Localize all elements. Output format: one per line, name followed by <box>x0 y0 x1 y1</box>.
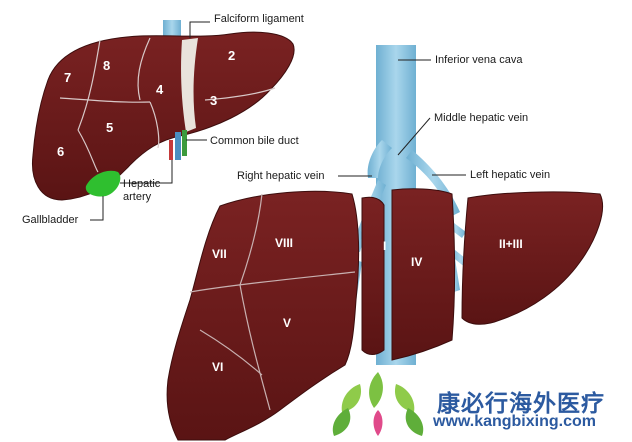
small-liver <box>31 20 295 201</box>
hepatic-artery-label-line1: Hepatic <box>123 178 161 190</box>
small-segment-lines <box>59 37 276 173</box>
small-leader-lines <box>90 21 210 221</box>
left-lobe <box>461 191 604 325</box>
middle-hepatic-vein-label: Middle hepatic vein <box>434 112 529 124</box>
watermark-logo <box>332 372 424 436</box>
large-seg-ii-iii: II+III <box>499 237 523 251</box>
falciform-ligament-label: Falciform ligament <box>214 13 304 25</box>
small-bile-duct <box>182 130 187 156</box>
small-seg-3: 3 <box>210 93 217 108</box>
large-seg-viii: VIII <box>275 236 293 250</box>
small-seg-7: 7 <box>64 70 71 85</box>
large-liver <box>166 45 604 441</box>
segment-iv-piece <box>391 188 456 361</box>
small-seg-2: 2 <box>228 48 235 63</box>
large-leader-lines <box>338 59 466 177</box>
large-seg-i: I <box>383 239 386 253</box>
large-seg-iv: IV <box>411 255 422 269</box>
small-hepatic-artery <box>169 140 173 160</box>
falciform-band <box>181 38 198 132</box>
right-lobe <box>166 190 360 441</box>
small-seg-4: 4 <box>156 82 164 97</box>
small-liver-body <box>31 31 295 201</box>
common-bile-duct-label: Common bile duct <box>210 135 299 147</box>
inferior-vena-cava-label: Inferior vena cava <box>435 54 523 66</box>
watermark-url: www.kangbixing.com <box>433 413 596 430</box>
gallbladder-label: Gallbladder <box>22 214 79 226</box>
large-liver-segment-labels: VII VIII V VI I IV II+III <box>212 236 523 374</box>
small-seg-6: 6 <box>57 144 64 159</box>
large-seg-v: V <box>283 316 291 330</box>
watermark-text: 康必行海外医疗 <box>437 391 605 417</box>
small-seg-5: 5 <box>106 120 113 135</box>
small-seg-8: 8 <box>103 58 110 73</box>
left-hepatic-vein-label: Left hepatic vein <box>470 169 551 181</box>
small-liver-segment-labels: 2 3 4 5 6 7 8 <box>57 48 235 159</box>
large-seg-vi: VI <box>212 360 223 374</box>
small-portal-vessel <box>175 132 181 160</box>
gallbladder-shape <box>85 170 121 197</box>
middle-hepatic-vein <box>367 140 392 178</box>
large-segment-lines <box>189 193 356 411</box>
segment-i-piece <box>361 196 385 355</box>
large-seg-vii: VII <box>212 247 227 261</box>
hepatic-artery-label-line2: artery <box>123 191 152 203</box>
right-hepatic-vein-label: Right hepatic vein <box>237 170 325 182</box>
